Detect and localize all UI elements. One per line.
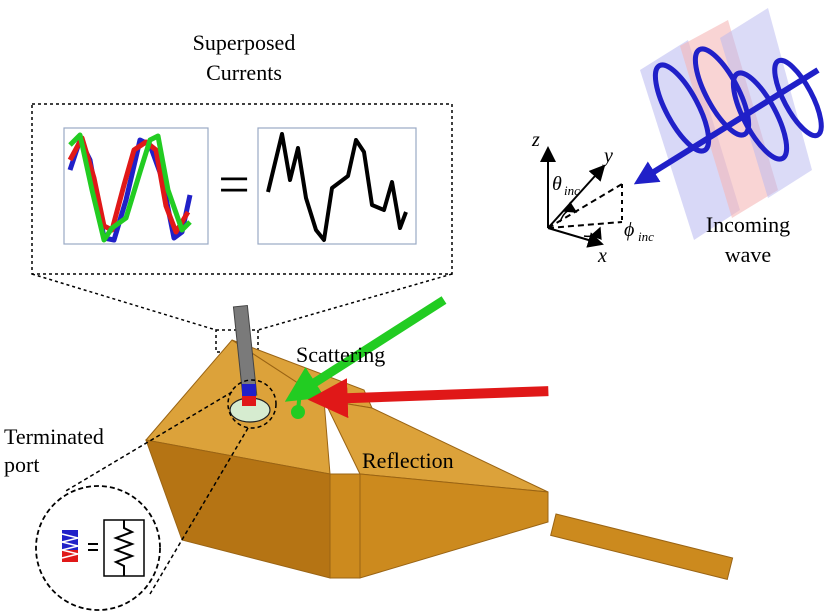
- zoom-line-left: [31, 273, 217, 331]
- red-current-curve: [67, 135, 191, 235]
- theta-subscript: inc: [564, 183, 580, 198]
- reflection-label: Reflection: [362, 448, 454, 473]
- equals-sign: =: [218, 154, 250, 216]
- incoming-wave-label-line1: Incoming: [706, 212, 790, 237]
- coordinate-axes: [540, 146, 623, 248]
- reflection-arrow: [307, 378, 549, 419]
- port-zoom-circle-small: [227, 379, 277, 429]
- terminated-label-line2: port: [4, 452, 39, 477]
- superposed-title-line1: Superposed: [193, 30, 296, 55]
- phi-subscript: inc: [638, 229, 654, 244]
- port-zoom-detail: [35, 485, 161, 611]
- terminated-label-line1: Terminated: [4, 424, 104, 449]
- current-plot-sum: [257, 127, 417, 245]
- sum-current-curve: [266, 132, 408, 242]
- green-current-curve: [68, 132, 192, 243]
- y-axis-label: y: [602, 145, 613, 167]
- phi-label: ϕ: [624, 219, 634, 241]
- zoom-line-right: [257, 273, 453, 331]
- z-axis-label: z: [531, 129, 540, 151]
- x-axis-label: x: [597, 245, 607, 267]
- scattering-arrow: [284, 296, 447, 419]
- incoming-wave-label-line2: wave: [725, 242, 771, 267]
- port-zoom-line-top: [63, 391, 233, 493]
- incoming-wave: [633, 8, 824, 240]
- scattering-label: Scattering: [296, 342, 385, 367]
- theta-label: θ: [552, 173, 562, 195]
- probe: [229, 304, 271, 423]
- feed-cylinder: [550, 513, 734, 580]
- superposed-title-line2: Currents: [206, 60, 282, 85]
- zoom-box: [31, 103, 453, 275]
- current-plot-colored: [63, 127, 209, 245]
